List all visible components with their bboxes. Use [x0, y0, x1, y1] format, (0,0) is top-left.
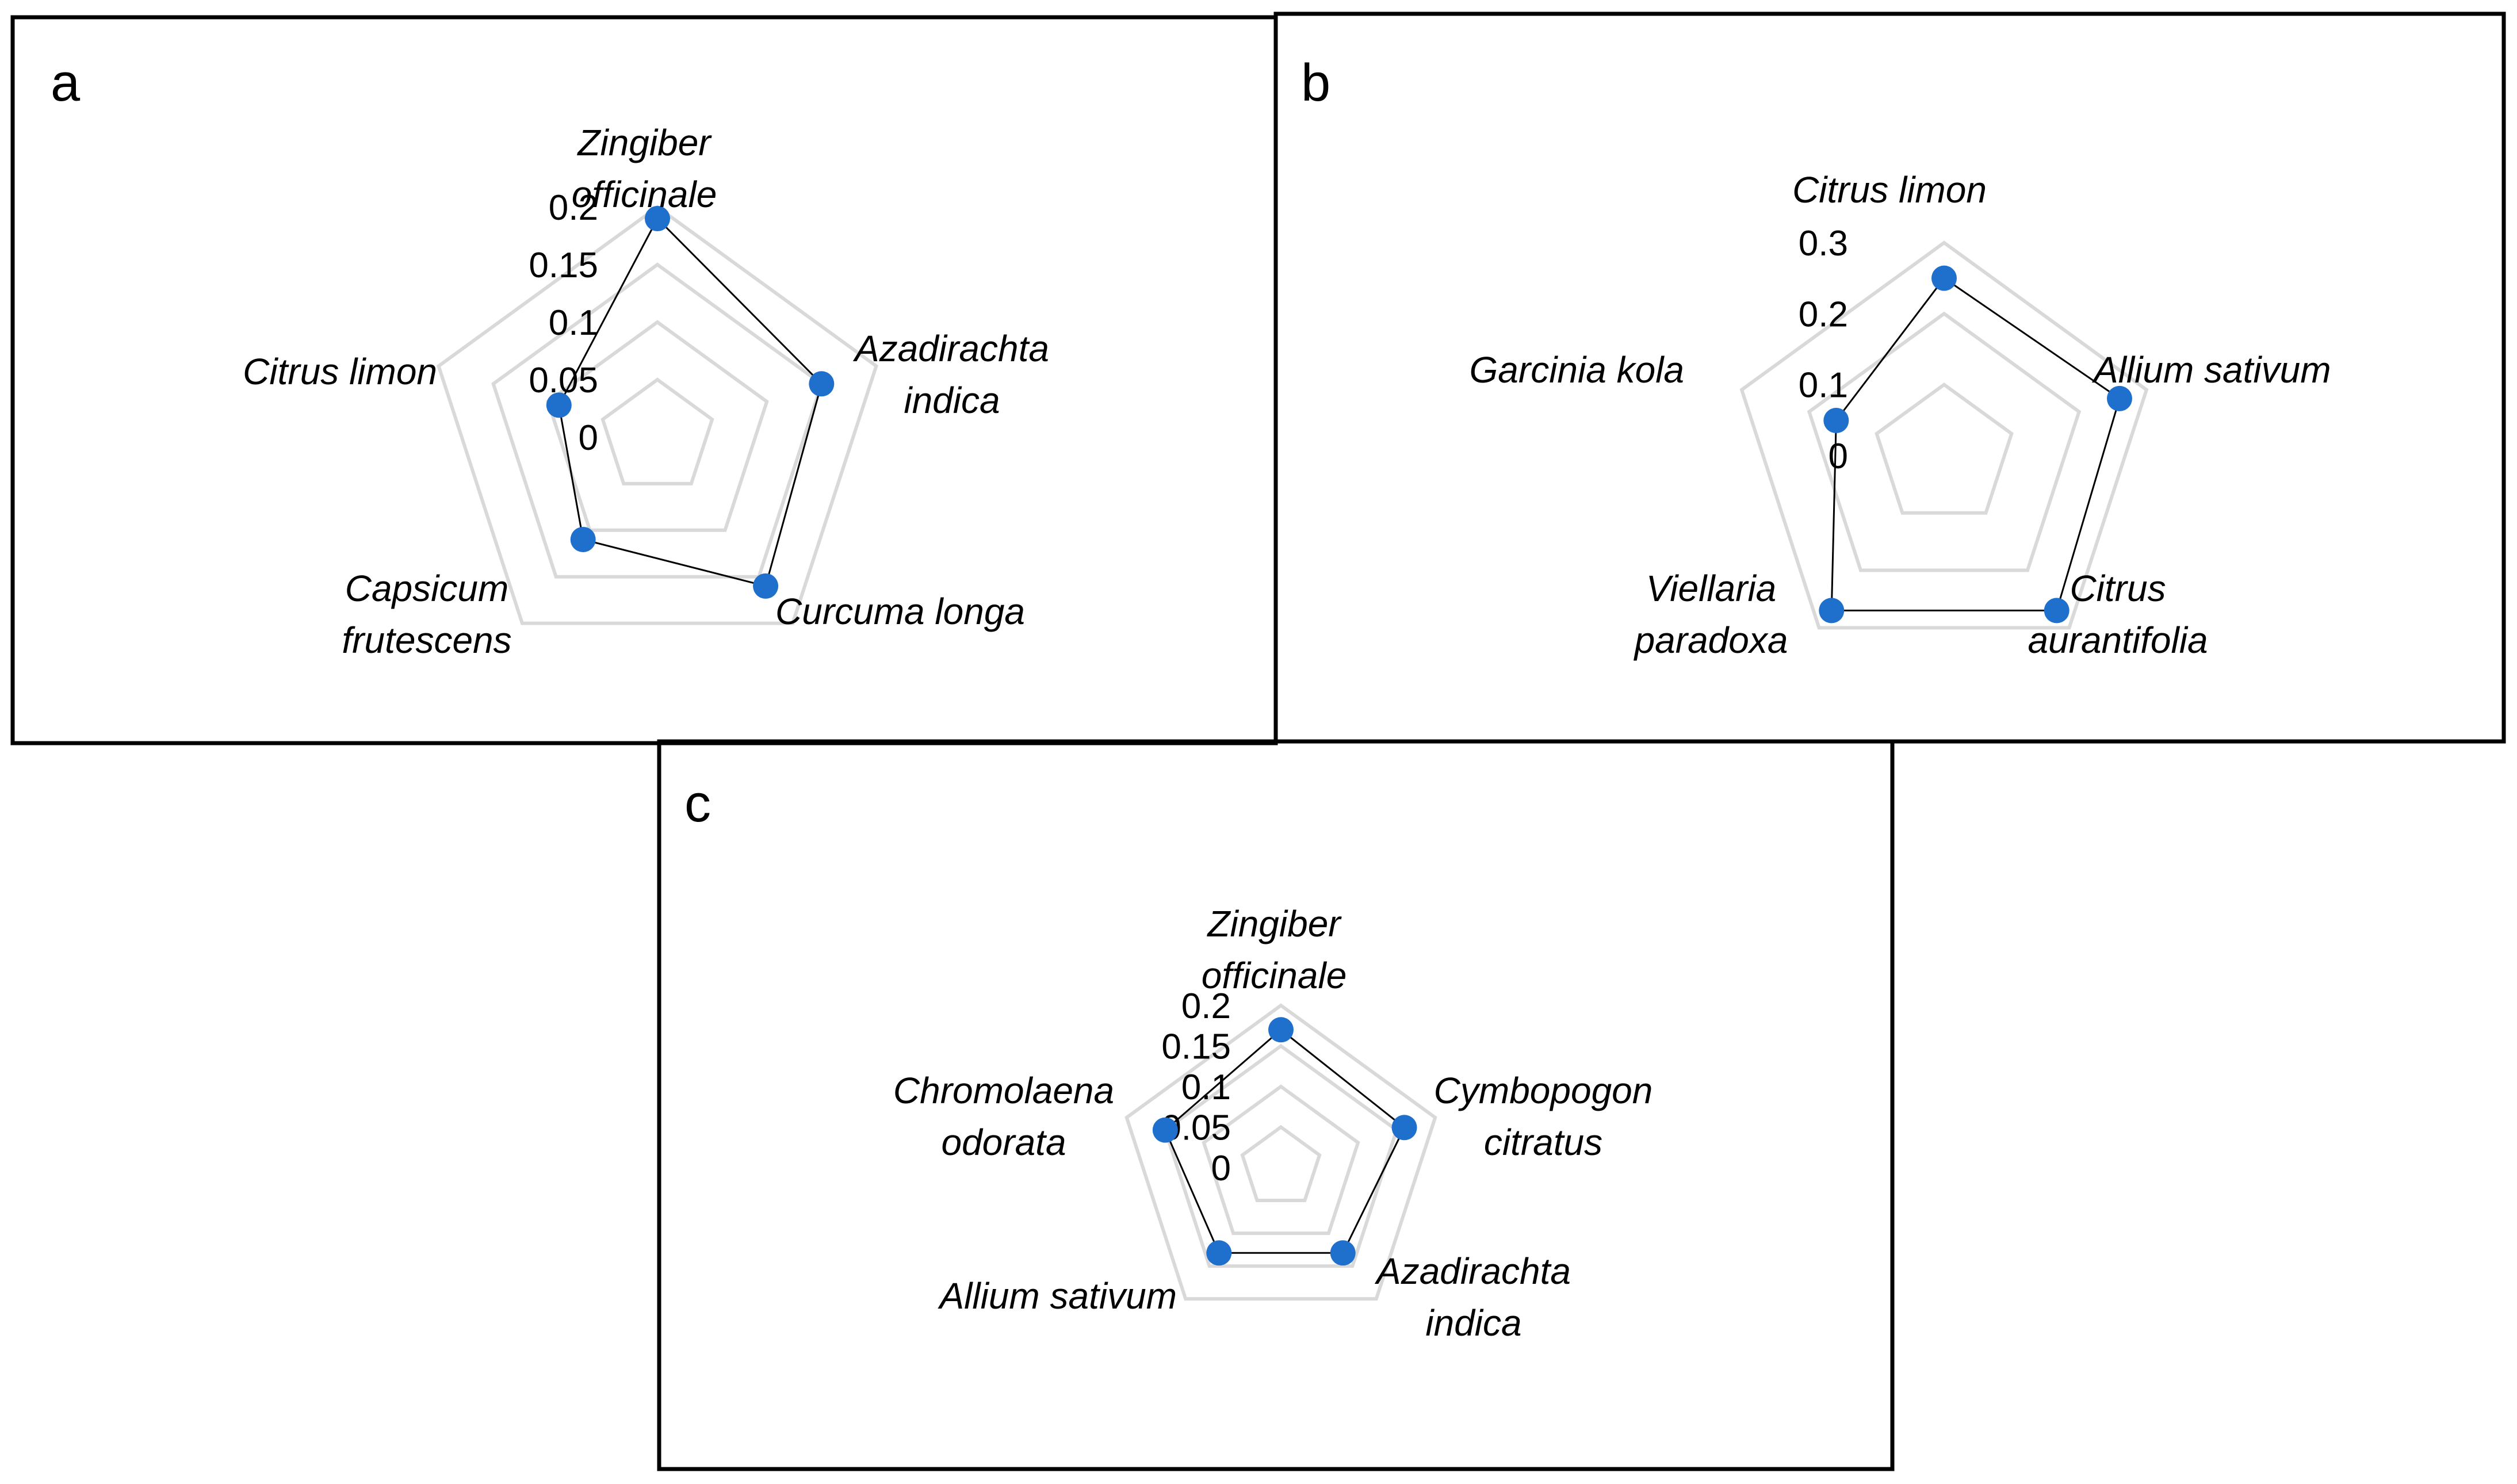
category-label: Allium sativum: [2091, 349, 2331, 391]
data-point: [546, 392, 572, 418]
data-point: [1819, 598, 1845, 624]
data-point: [645, 206, 670, 231]
category-label: Garcinia kola: [1470, 349, 1685, 391]
tick-label: 0.2: [549, 188, 598, 228]
data-point: [1152, 1117, 1178, 1143]
grid-ring: [1739, 240, 2149, 630]
data-point: [809, 371, 835, 397]
series-line: [1164, 1028, 1406, 1254]
tick-label: 0: [1211, 1149, 1231, 1188]
grid-ring: [1124, 1003, 1437, 1301]
grid-ring: [1807, 311, 2082, 572]
panel-a-letter: a: [51, 53, 81, 112]
grid-ring: [546, 320, 769, 532]
data-point: [753, 573, 779, 599]
data-point: [2106, 385, 2132, 411]
panel-c-frame: [657, 739, 1895, 1471]
series-line: [1830, 277, 2121, 611]
grid-ring: [437, 205, 878, 625]
data-point: [1931, 265, 1957, 291]
data-point: [1206, 1240, 1232, 1266]
data-point: [2044, 598, 2070, 624]
tick-label: 0.1: [1799, 366, 1848, 406]
tick-label: 0.1: [1181, 1068, 1231, 1107]
data-point: [570, 526, 596, 552]
category-label: Citrus limon: [1792, 169, 1987, 211]
grid-ring: [600, 377, 714, 485]
tick-label: 0: [1829, 437, 1848, 476]
grid-ring: [1163, 1043, 1399, 1268]
grid-ring: [1240, 1125, 1322, 1203]
category-label: Citrus limon: [243, 351, 437, 392]
grid-ring: [491, 262, 824, 579]
tick-label: 0: [579, 418, 598, 458]
tick-label: 0.15: [529, 246, 598, 285]
tick-label: 0.2: [1181, 986, 1231, 1026]
category-label: Curcuma longa: [775, 591, 1025, 632]
series-line: [558, 217, 823, 587]
category-label: Allium sativum: [937, 1275, 1177, 1317]
tick-label: 0.1: [549, 303, 598, 343]
tick-label: 0.3: [1799, 224, 1848, 263]
data-point: [1330, 1240, 1356, 1266]
panel-b-letter: b: [1301, 53, 1330, 112]
data-point: [1268, 1017, 1294, 1043]
data-point: [1823, 408, 1849, 434]
grid-ring: [1202, 1084, 1360, 1236]
panel-c-letter: c: [684, 774, 711, 833]
data-point: [1391, 1115, 1417, 1141]
tick-label: 0.2: [1799, 294, 1848, 334]
grid-ring: [1875, 382, 2014, 515]
tick-label: 0.15: [1161, 1027, 1231, 1067]
